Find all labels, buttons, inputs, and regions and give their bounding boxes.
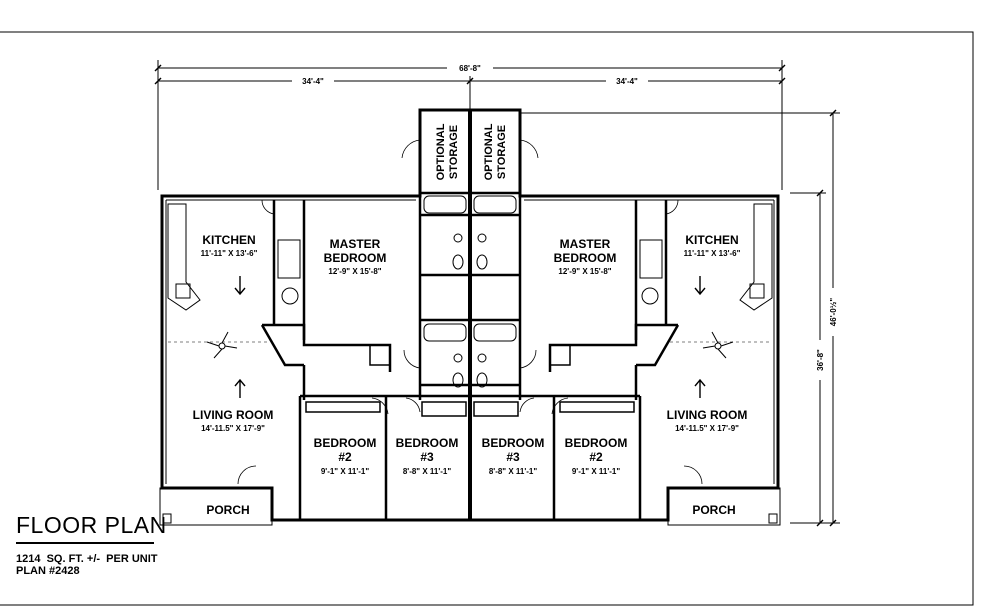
right-kitchen-size: 11'-11" X 13'-6": [684, 249, 741, 258]
dimension-ticks: [154, 64, 837, 527]
overall-width-label: 68'-8": [459, 64, 481, 73]
square-footage: 1214 SQ. FT. +/- PER UNIT: [16, 553, 158, 565]
left-bedroom3-size: 8'-8" X 11'-1": [403, 467, 452, 476]
right-porch-label: PORCH: [692, 503, 735, 517]
right-bedroom2-size: 9'-1" X 11'-1": [572, 467, 621, 476]
left-living-size: 14'-11.5" X 17'-9": [201, 424, 265, 433]
left-storage-label-2: STORAGE: [448, 125, 460, 179]
right-kitchen-label: KITCHEN: [685, 233, 738, 247]
right-storage-label-2: STORAGE: [496, 125, 508, 179]
right-bedroom3-label-1: BEDROOM: [482, 436, 545, 450]
title-underline: [16, 542, 154, 544]
left-bedroom2-size: 9'-1" X 11'-1": [321, 467, 370, 476]
kitchen-counters: [167, 203, 773, 311]
plan-title: FLOOR PLAN: [16, 512, 167, 538]
left-master-label-1: MASTER: [330, 237, 381, 251]
right-unit-walls: [470, 191, 680, 520]
bathtubs: [423, 195, 517, 342]
closets: [305, 344, 635, 417]
right-storage-label-1: OPTIONAL: [483, 123, 495, 180]
arrow-icon: [234, 276, 706, 398]
sheet-border: [0, 31, 974, 606]
right-half-width-label: 34'-4": [616, 77, 638, 86]
left-bedroom2-label-2: #2: [338, 450, 352, 464]
left-bedroom2-label-1: BEDROOM: [314, 436, 377, 450]
title-block: FLOOR PLAN 1214 SQ. FT. +/- PER UNIT PLA…: [16, 512, 316, 602]
left-kitchen-size: 11'-11" X 13'-6": [201, 249, 258, 258]
overall-depth-label: 46'-0½": [829, 298, 838, 327]
left-bedroom3-label-2: #3: [420, 450, 434, 464]
right-master-label-1: MASTER: [560, 237, 611, 251]
right-bedroom3-size: 8'-8" X 11'-1": [489, 467, 538, 476]
right-bedroom2-label-1: BEDROOM: [565, 436, 628, 450]
left-storage-label-1: OPTIONAL: [435, 123, 447, 180]
plan-number: PLAN #2428: [16, 565, 80, 577]
left-living-label: LIVING ROOM: [193, 408, 274, 422]
left-porch-label: PORCH: [206, 503, 249, 517]
left-half-width-label: 34'-4": [302, 77, 324, 86]
right-living-label: LIVING ROOM: [667, 408, 748, 422]
right-master-label-2: BEDROOM: [554, 251, 617, 265]
left-bedroom3-label-1: BEDROOM: [396, 436, 459, 450]
right-bedroom2-label-2: #2: [589, 450, 603, 464]
left-master-label-2: BEDROOM: [324, 251, 387, 265]
porches: [159, 487, 781, 526]
right-bedroom3-label-2: #3: [506, 450, 520, 464]
ceiling-fan-icon: [206, 331, 734, 359]
left-master-size: 12'-9" X 15'-8": [328, 267, 381, 276]
toilets: [452, 233, 488, 388]
door-swings: [237, 139, 703, 485]
right-living-size: 14'-11.5" X 17'-9": [675, 424, 739, 433]
house-depth-label: 36'-8": [816, 349, 825, 371]
right-master-size: 12'-9" X 15'-8": [558, 267, 611, 276]
left-kitchen-label: KITCHEN: [202, 233, 255, 247]
